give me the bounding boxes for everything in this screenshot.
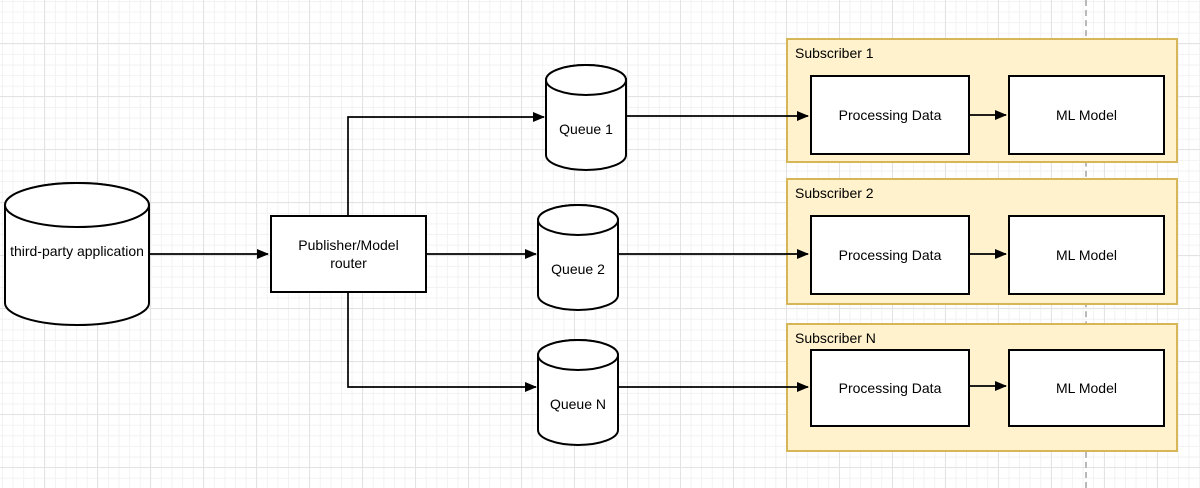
subscriber-n-ml-model-label: ML Model <box>1056 379 1117 396</box>
subscriber-1-ml-model-label: ML Model <box>1056 106 1117 123</box>
subscriber-2-processing-data-box[interactable]: Processing Data <box>810 215 970 295</box>
subscriber-n-container[interactable]: Subscriber N Processing Data ML Model <box>786 323 1178 452</box>
queue-1-node[interactable]: Queue 1 <box>545 64 627 171</box>
subscriber-1-processing-data-box[interactable]: Processing Data <box>810 75 970 155</box>
third-party-application-label: third-party application <box>10 243 144 259</box>
subscriber-1-processing-data-label: Processing Data <box>838 106 942 123</box>
subscriber-2-title: Subscriber 2 <box>795 185 874 201</box>
subscriber-n-processing-data-label: Processing Data <box>838 379 942 396</box>
queue-cylinder-shape <box>537 204 619 311</box>
third-party-application-node[interactable]: third-party application <box>4 182 150 326</box>
subscriber-2-ml-model-label: ML Model <box>1056 246 1117 263</box>
publisher-model-router-box[interactable]: Publisher/Model router <box>270 215 427 293</box>
subscriber-n-processing-data-box[interactable]: Processing Data <box>810 349 970 427</box>
queue-2-node[interactable]: Queue 2 <box>537 204 619 311</box>
publisher-model-router-label: Publisher/Model router <box>298 236 399 271</box>
subscriber-1-title: Subscriber 1 <box>795 45 874 61</box>
queue-2-label: Queue 2 <box>551 261 605 277</box>
queue-1-label: Queue 1 <box>559 121 613 137</box>
subscriber-2-ml-model-box[interactable]: ML Model <box>1008 215 1165 295</box>
queue-n-node[interactable]: Queue N <box>537 339 619 446</box>
subscriber-2-processing-data-label: Processing Data <box>838 246 942 263</box>
queue-n-label: Queue N <box>549 396 607 412</box>
queue-cylinder-shape <box>537 339 619 446</box>
edge-router-to-queue-1 <box>347 112 545 215</box>
subscriber-1-container[interactable]: Subscriber 1 Processing Data ML Model <box>786 38 1178 163</box>
subscriber-2-container[interactable]: Subscriber 2 Processing Data ML Model <box>786 178 1178 305</box>
database-cylinder-shape <box>4 182 150 326</box>
subscriber-n-title: Subscriber N <box>795 330 876 346</box>
edge-router-to-queue-n <box>347 293 537 392</box>
subscriber-n-ml-model-box[interactable]: ML Model <box>1008 349 1165 427</box>
subscriber-1-ml-model-box[interactable]: ML Model <box>1008 75 1165 155</box>
queue-cylinder-shape <box>545 64 627 171</box>
